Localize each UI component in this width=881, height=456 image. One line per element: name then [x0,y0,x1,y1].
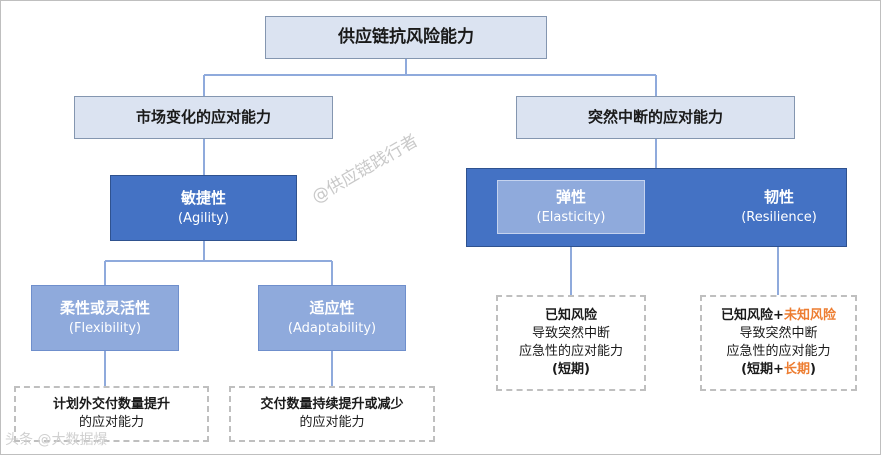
market-change-label: 市场变化的应对能力 [135,108,271,127]
flexibility-english: (Flexibility) [68,321,142,337]
resilience-outcome: 已知风险+未知风险 导致突然中断 应急性的应对能力 (短期+长期) [700,295,857,391]
elasticity-label: 弹性 [555,187,586,206]
title-box: 供应链抗风险能力 [265,16,547,59]
adaptability-outcome-line2: 的应对能力 [299,415,365,430]
diagram-title: 供应链抗风险能力 [338,26,474,47]
resilience-box: 韧性 (Resilience) [717,180,841,234]
short-term-text: (短期+ [741,362,784,378]
elasticity-outcome: 已知风险 导致突然中断 应急性的应对能力 (短期) [496,295,646,391]
sudden-disruption-label: 突然中断的应对能力 [587,108,723,127]
resilience-outcome-line3: 应急性的应对能力 [726,344,831,359]
flexibility-outcome: 计划外交付数量提升 的应对能力 [14,386,209,442]
corner-watermark: 头条 @大数据爆 [5,432,108,448]
elasticity-outcome-line4: (短期) [552,362,590,378]
resilience-outcome-line4: (短期+长期) [741,361,816,379]
flexibility-outcome-line2: 的应对能力 [78,415,144,430]
adaptability-outcome: 交付数量持续提升或减少 的应对能力 [229,386,435,442]
flexibility-label: 柔性或灵活性 [59,298,150,317]
resilience-label: 韧性 [763,187,794,206]
adaptability-english: (Adaptability) [287,321,377,337]
sudden-disruption-box: 突然中断的应对能力 [516,96,795,139]
adaptability-outcome-line1: 交付数量持续提升或减少 [260,396,404,412]
elasticity-box: 弹性 (Elasticity) [497,180,645,234]
agility-label: 敏捷性 [180,188,226,207]
resilience-outcome-line2: 导致突然中断 [739,325,818,341]
agility-english: (Agility) [178,211,229,227]
closing-paren-text: ) [809,362,816,378]
agility-box: 敏捷性 (Agility) [110,175,297,241]
elasticity-outcome-line3: 应急性的应对能力 [518,344,623,359]
resilience-outcome-line1: 已知风险+未知风险 [721,307,836,325]
flexibility-outcome-line1: 计划外交付数量提升 [52,396,170,412]
market-change-box: 市场变化的应对能力 [74,96,333,139]
elasticity-outcome-line2: 导致突然中断 [531,325,610,341]
unknown-risk-text: 未知风险 [783,307,836,323]
adaptability-label: 适应性 [309,298,355,317]
long-term-text: 长期 [783,362,810,378]
resilience-english: (Resilience) [741,210,817,226]
elasticity-outcome-line1: 已知风险 [544,307,597,323]
adaptability-box: 适应性 (Adaptability) [258,285,406,351]
flexibility-box: 柔性或灵活性 (Flexibility) [31,285,179,351]
known-risk-text: 已知风险+ [721,307,784,323]
elasticity-english: (Elasticity) [536,210,606,226]
